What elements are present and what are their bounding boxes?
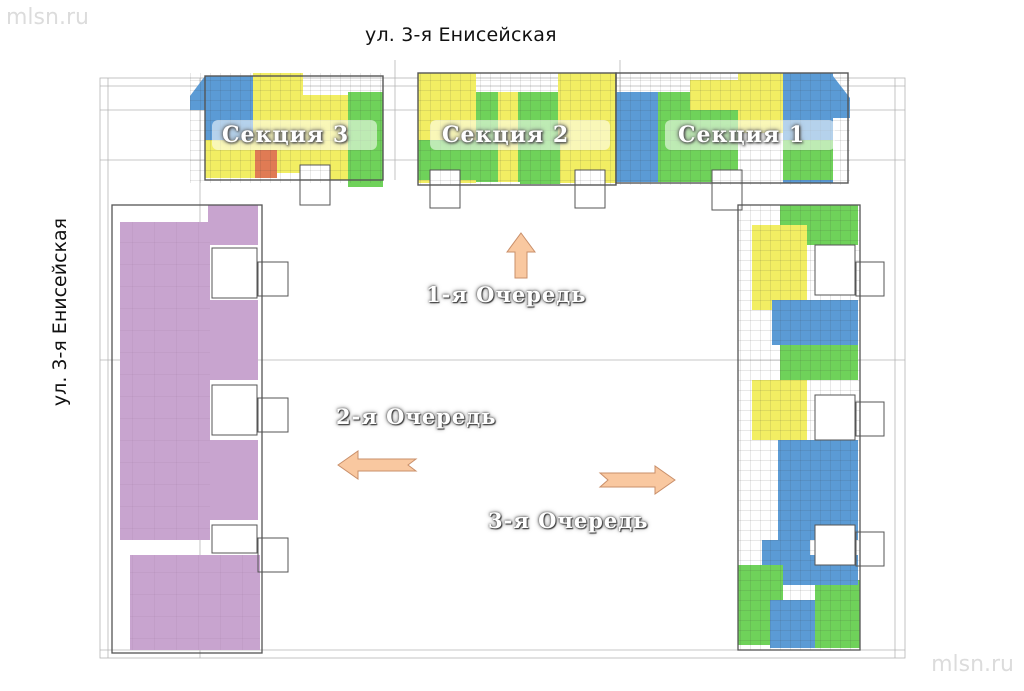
street-label-top: ул. 3-я Енисейская bbox=[365, 24, 557, 46]
label-haze bbox=[212, 120, 835, 150]
section-1-label: Секция 1 bbox=[678, 122, 806, 148]
arrow-left-icon bbox=[337, 450, 418, 480]
queue-2-label: 2-я Очередь bbox=[336, 404, 497, 429]
watermark-bottom-right: mlsn.ru bbox=[931, 652, 1014, 677]
arrow-up-icon bbox=[506, 232, 536, 279]
street-label-left: ул. 3-я Енисейская bbox=[49, 217, 71, 407]
section-2-label: Секция 2 bbox=[442, 122, 570, 148]
queue-1-label: 1-я Очередь bbox=[426, 282, 587, 307]
arrow-right-icon bbox=[598, 465, 676, 495]
building-queue-3 bbox=[737, 204, 885, 651]
building-queue-2 bbox=[111, 204, 289, 654]
queue-3-label: 3-я Очередь bbox=[488, 508, 649, 533]
watermark-top-left: mlsn.ru bbox=[6, 5, 89, 30]
section-3-label: Секция 3 bbox=[222, 122, 350, 148]
